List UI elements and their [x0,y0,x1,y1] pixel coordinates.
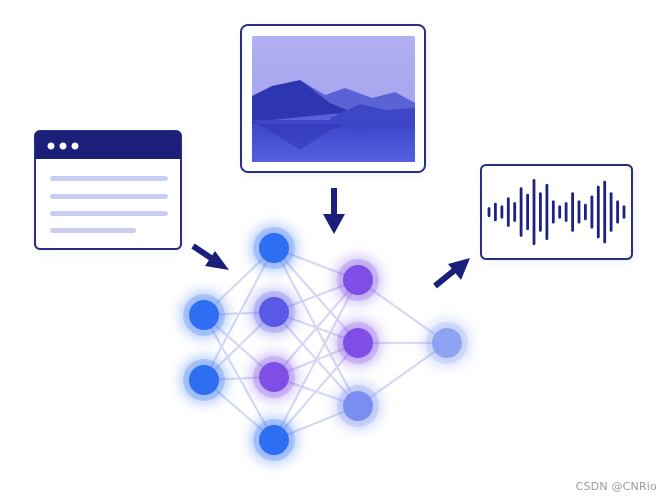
landscape-image-icon [240,24,426,175]
waveform-bar [584,203,587,221]
arrow-down-icon [323,188,345,234]
waveform-bar [545,183,549,240]
waveform-bar [519,187,523,237]
network-node [334,256,382,304]
waveform-bar [577,200,581,224]
network-node [180,291,228,339]
waveform-bar [513,202,517,222]
network-node [250,416,298,464]
network-edges [203,246,448,442]
waveform-bar [609,192,613,232]
network-node [180,356,228,404]
window-dot-icon [59,142,67,150]
window-dot-icon [71,142,79,150]
network-node [250,288,298,336]
text-line [50,176,168,181]
waveform-bar [532,179,536,245]
waveform-bar [558,205,562,219]
network-node [250,353,298,401]
window-dot-icon [47,142,55,150]
network-node [423,319,471,367]
waveform-bar [494,202,497,222]
waveform-bar [603,180,607,244]
waveform-bar [506,197,510,227]
waveform-bar [526,193,529,231]
text-line [50,228,136,233]
network-node [250,224,298,272]
waveform-bar [571,192,574,232]
waveform-bar [590,195,594,229]
waveform-bar [596,185,600,239]
waveform-bar [487,207,491,217]
arrow-down-right-icon [191,243,229,270]
text-line [50,194,168,199]
network-edge [273,279,359,441]
waveform-bar [616,200,619,224]
network-edge [203,247,275,381]
waveform-bar [622,205,626,219]
waveform-bar [551,200,555,224]
waveform-bar [500,205,504,219]
audio-waveform-icon [480,164,634,262]
waveform-bar [539,192,542,232]
watermark-text: CSDN @CNRio [575,480,657,493]
waveform-bars [487,179,626,245]
network-node [334,382,382,430]
waveform-bar [564,202,568,222]
network-nodes [180,224,471,464]
network-node [334,319,382,367]
text-line [50,211,168,216]
document-window-icon [34,130,183,252]
arrow-up-right-icon [433,258,470,289]
